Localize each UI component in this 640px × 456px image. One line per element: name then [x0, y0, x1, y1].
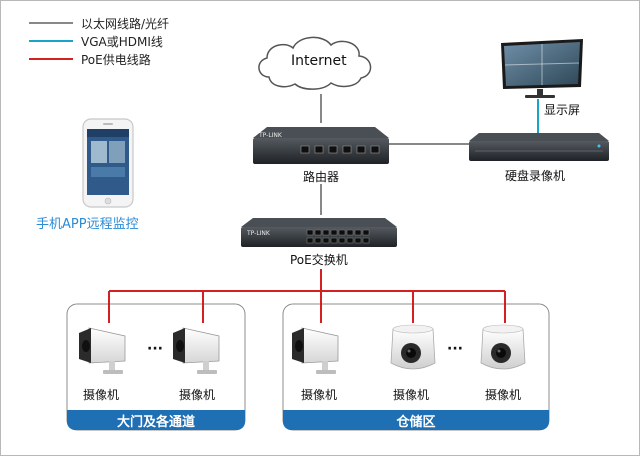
router-label: 路由器: [303, 170, 340, 184]
monitor-device: [501, 39, 583, 98]
legend-swatch-video: [29, 40, 73, 42]
poe-lines: [108, 269, 506, 323]
nvr-device: [469, 133, 609, 161]
router-brand: TP-LINK: [259, 132, 282, 139]
legend-swatch-ethernet: [29, 22, 73, 24]
internet-cloud: [258, 36, 372, 90]
monitor-label: 显示屏: [544, 103, 581, 117]
camera-label-3: 摄像机: [301, 388, 338, 402]
poe-switch-device: [241, 218, 397, 247]
camera-label-4: 摄像机: [393, 388, 430, 402]
legend-label-ethernet: 以太网线路/光纤: [81, 16, 170, 31]
bullet-camera-1: [79, 327, 126, 374]
legend-item-video: VGA或HDMI线: [29, 33, 163, 49]
legend-label-poe: PoE供电线路: [81, 52, 151, 67]
router-device: [253, 127, 389, 164]
legend-swatch-poe: [29, 58, 73, 60]
ellipsis-storage: ···: [447, 341, 463, 357]
camera-label-1: 摄像机: [83, 388, 120, 402]
legend-item-poe: PoE供电线路: [29, 51, 151, 67]
internet-label: Internet: [291, 53, 347, 69]
dome-camera-1: [390, 324, 436, 370]
zone-bar-gate: 大门及各通道: [67, 410, 245, 430]
zone-bar-storage: 仓储区: [283, 410, 549, 430]
legend-item-ethernet: 以太网线路/光纤: [29, 15, 169, 31]
dome-camera-2: [480, 324, 526, 370]
camera-label-5: 摄像机: [485, 388, 522, 402]
nvr-label: 硬盘录像机: [505, 169, 566, 183]
bullet-camera-3: [292, 327, 339, 374]
phone-label: 手机APP远程监控: [36, 217, 139, 232]
bullet-camera-2: [173, 327, 220, 374]
switch-brand: TP-LINK: [247, 230, 270, 237]
ellipsis-gate: ···: [147, 341, 163, 357]
legend-label-video: VGA或HDMI线: [81, 34, 163, 49]
switch-label: PoE交换机: [290, 253, 348, 267]
phone-device: [82, 118, 134, 208]
camera-label-2: 摄像机: [179, 388, 216, 402]
